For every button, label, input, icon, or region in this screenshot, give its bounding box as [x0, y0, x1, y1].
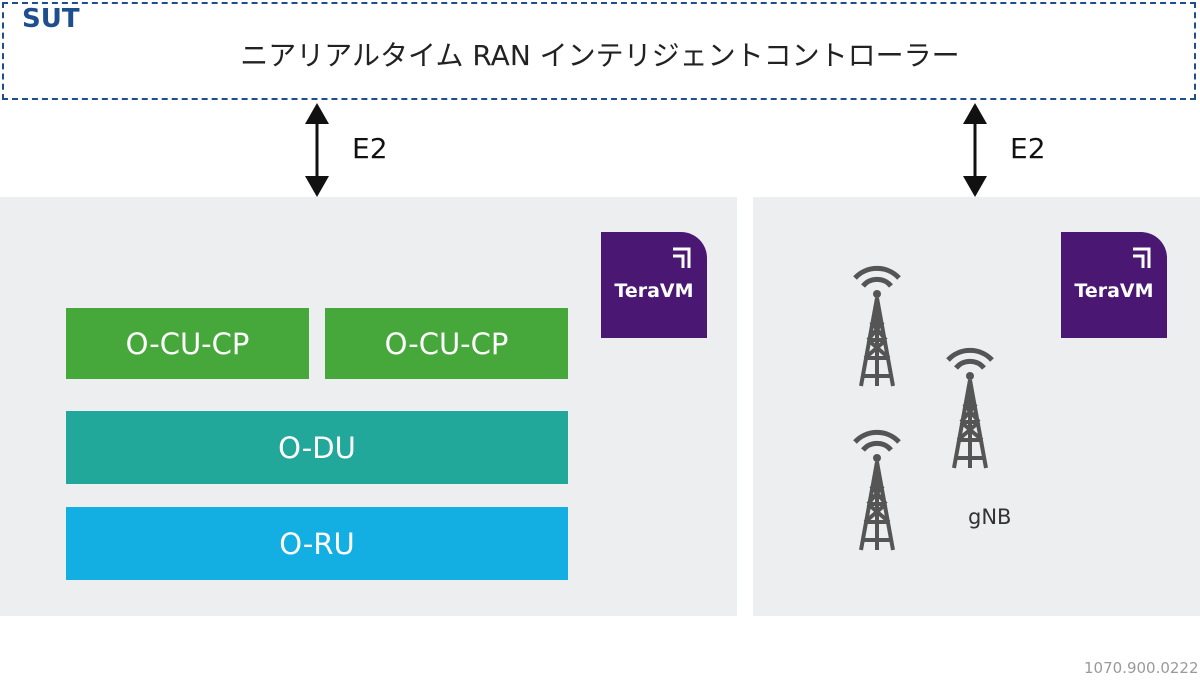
- e2-label-right: E2: [1010, 132, 1046, 165]
- teravm-logo-text: TeraVM: [614, 280, 694, 302]
- document-code: 1070.900.0222: [1084, 659, 1199, 677]
- o-ru-block: O-RU: [66, 507, 568, 580]
- sut-label: SUT: [22, 4, 80, 34]
- e2-arrow-left: [305, 103, 329, 197]
- teravm-mark-icon: [1133, 247, 1151, 268]
- tower-icon-3: [855, 432, 899, 550]
- e2-arrow-right: [963, 103, 987, 197]
- sut-title: ニアリアルタイム RAN インテリジェントコントローラー: [240, 39, 960, 72]
- teravm-logo-right: TeraVM: [1061, 232, 1167, 338]
- o-cu-cp-block-1: O-CU-CP: [66, 308, 309, 379]
- teravm-logo-text: TeraVM: [1074, 280, 1154, 302]
- sut-box: [2, 2, 1196, 100]
- e2-label-left: E2: [352, 132, 388, 165]
- gnb-label: gNB: [968, 505, 1012, 529]
- o-du-block: O-DU: [66, 411, 568, 484]
- tower-icon-1: [855, 268, 899, 386]
- o-cu-cp-block-2: O-CU-CP: [325, 308, 568, 379]
- teravm-logo-left: TeraVM: [601, 232, 707, 338]
- teravm-mark-icon: [673, 247, 691, 268]
- tower-icon-2: [948, 350, 992, 468]
